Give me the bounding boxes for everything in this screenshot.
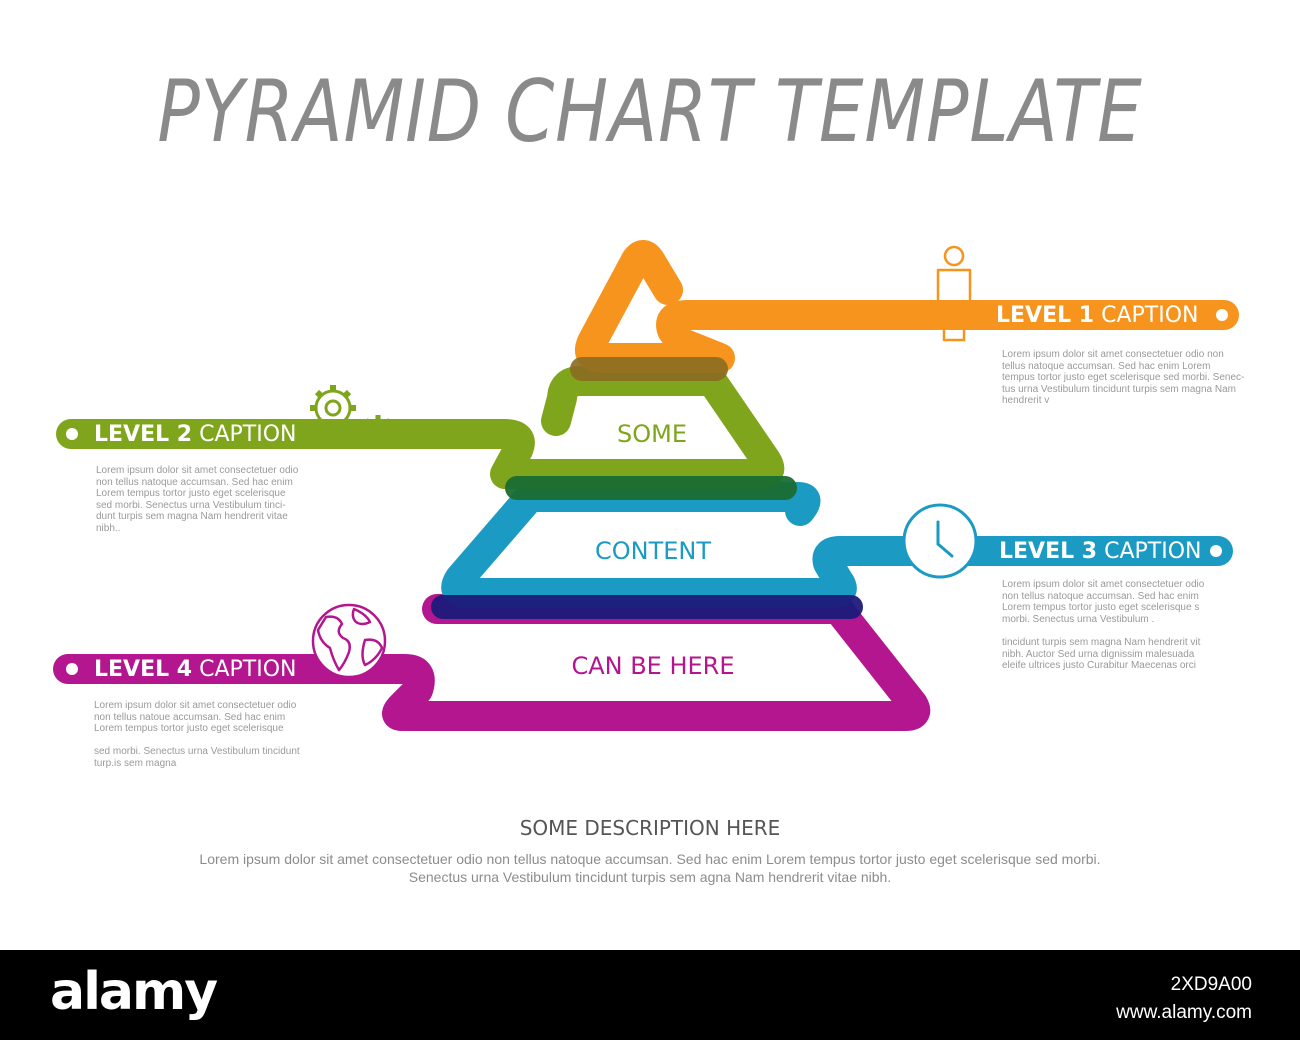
- level-2-text: Lorem ipsum dolor sit amet consectetuer …: [96, 465, 316, 535]
- level-2-text-line: dunt turpis sem magna Nam hendrerit vita…: [96, 511, 288, 523]
- level-4-band: [53, 594, 931, 731]
- level-2-text-line: nibh..: [96, 522, 121, 534]
- clock-icon: [902, 503, 978, 579]
- level-1-caption-text: CAPTION: [1101, 303, 1199, 328]
- level-1-text: Lorem ipsum dolor sit amet consectetuer …: [1002, 349, 1252, 407]
- level-2-dot: [66, 428, 78, 440]
- footer-logo[interactable]: alamy: [50, 962, 218, 1022]
- level-1-text-line: tempus tortor justo eget scelerisque sed…: [1002, 372, 1245, 384]
- footer-image-id: 2XD9A00: [1170, 974, 1252, 995]
- level-3-caption-text: CAPTION: [1104, 539, 1202, 564]
- level-4-text-line: turp.is sem magna: [94, 757, 177, 769]
- level-2-band: [56, 366, 785, 489]
- level-2-text-line: sed morbi. Senectus urna Vestibulum tinc…: [96, 499, 286, 511]
- level-3-text-line: non tellus natoque accumsan. Sed hac eni…: [1002, 590, 1199, 602]
- infographic: PYRAMID CHART TEMPLATE: [53, 62, 1252, 886]
- level-3-text-line: tincidunt turpis sem magna Nam hendrerit…: [1002, 636, 1201, 648]
- gears-icon: [310, 385, 395, 449]
- level-4-caption-text: CAPTION: [199, 657, 297, 682]
- level-3-text-line: nibh. Auctor Sed urna dignissim malesuad…: [1002, 648, 1195, 660]
- level-4-text-line: Lorem tempus tortor justo eget scelerisq…: [94, 723, 284, 735]
- level-2-caption-text: CAPTION: [199, 422, 297, 447]
- globe-icon: [311, 603, 387, 679]
- level-4-text: Lorem ipsum dolor sit amet consectetuer …: [94, 700, 314, 770]
- level-1-text-line: tellus natoque accumsan. Sed hac enim Lo…: [1002, 360, 1211, 372]
- level-2-caption: LEVEL 2 CAPTION: [94, 422, 296, 447]
- level-1-text-line: tus urna Vestibulum tincidunt turpis sem…: [1002, 383, 1236, 395]
- pyramid-diagram: [53, 240, 1239, 731]
- level-2-text-line: non tellus natoque accumsan. Sed hac eni…: [96, 476, 293, 488]
- level-1-band: [575, 240, 1239, 373]
- level-1-number: LEVEL 1: [996, 303, 1095, 328]
- level-3-text: Lorem ipsum dolor sit amet consectetuer …: [1002, 579, 1232, 672]
- level-4-text-line: sed morbi. Senectus urna Vestibulum tinc…: [94, 746, 300, 758]
- level-2-text-line: Lorem tempus tortor justo eget scelerisq…: [96, 488, 286, 500]
- tier-label-middle: CONTENT: [594, 537, 712, 565]
- level-3-band: [441, 482, 1233, 608]
- level-2-text-line: Lorem ipsum dolor sit amet consectetuer …: [96, 465, 299, 476]
- level-4-dot: [66, 663, 78, 675]
- level-2-number: LEVEL 2: [94, 422, 193, 447]
- level-3-caption: LEVEL 3 CAPTION: [999, 539, 1201, 564]
- tier-label-bottom: CAN BE HERE: [571, 652, 735, 680]
- level-1-text-line: Lorem ipsum dolor sit amet consectetuer …: [1002, 349, 1224, 360]
- level-3-text-line: Lorem tempus tortor justo eget scelerisq…: [1002, 602, 1200, 614]
- level-3-text-line: eleife ultrices justo Curabitur Maecenas…: [1002, 660, 1196, 672]
- level-1-caption: LEVEL 1 CAPTION: [996, 303, 1198, 328]
- level-4-text-line: non tellus natoue accumsan. Sed hac enim: [94, 711, 286, 723]
- description-line: Senectus urna Vestibulum tincidunt turpi…: [408, 869, 892, 885]
- description-title: SOME DESCRIPTION HERE: [519, 816, 781, 840]
- person-icon: [936, 245, 972, 342]
- description-text: Lorem ipsum dolor sit amet consectetuer …: [150, 850, 1150, 886]
- level-4-number: LEVEL 4: [94, 657, 193, 682]
- footer-site-link[interactable]: www.alamy.com: [1116, 1002, 1252, 1023]
- footer-bar: alamy 2XD9A00 www.alamy.com: [0, 950, 1300, 1040]
- level-4-text-line: Lorem ipsum dolor sit amet consectetuer …: [94, 700, 297, 711]
- level-4-text-line: [94, 735, 314, 747]
- level-3-dot: [1210, 545, 1222, 557]
- description-line: Lorem ipsum dolor sit amet consectetuer …: [199, 851, 1101, 867]
- level-1-dot: [1216, 309, 1228, 321]
- level-4-caption: LEVEL 4 CAPTION: [94, 657, 296, 682]
- level-3-text-line: Lorem ipsum dolor sit amet consectetuer …: [1002, 579, 1205, 590]
- tier-label-top: SOME: [617, 420, 687, 448]
- level-3-number: LEVEL 3: [999, 539, 1098, 564]
- level-3-text-line: [1002, 625, 1232, 637]
- level-3-text-line: morbi. Senectus urna Vestibulum .: [1002, 613, 1155, 625]
- level-1-text-line: hendrerit v: [1002, 395, 1050, 407]
- page-title: PYRAMID CHART TEMPLATE: [157, 62, 1143, 162]
